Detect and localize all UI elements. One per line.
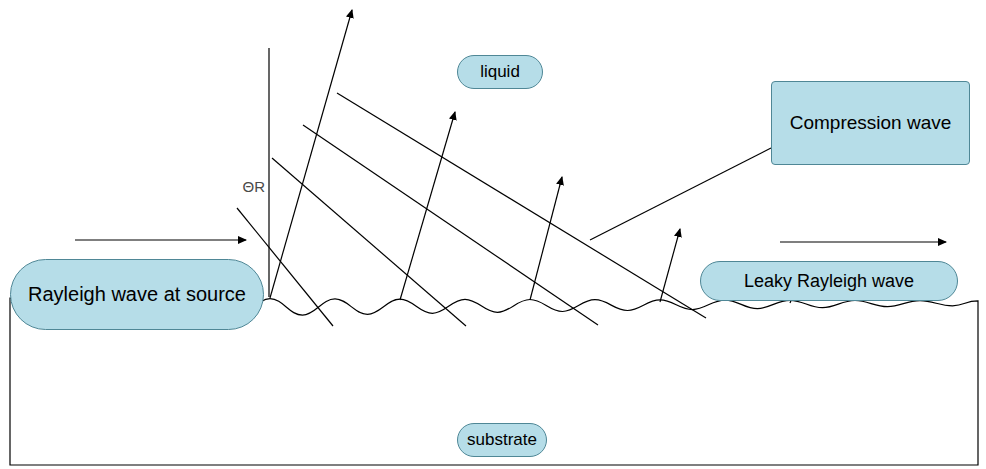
propagation-arrow: [75, 239, 246, 240]
node-text: Compression wave: [790, 112, 952, 134]
normal-line: [268, 48, 269, 297]
propagation-arrow: [780, 241, 946, 242]
leader-line: [590, 148, 771, 240]
node-text: substrate: [467, 430, 537, 450]
radiation-arrows: [270, 10, 797, 303]
wavefront-lines: [237, 93, 706, 326]
region-label-box: liquid: [457, 55, 543, 89]
wave-label-box: Rayleigh wave at source: [10, 259, 264, 330]
region-label-box: substrate: [457, 423, 547, 457]
node-text: Leaky Rayleigh wave: [744, 271, 914, 292]
callout-box: Compression wave: [771, 81, 970, 165]
node-text: Rayleigh wave at source: [28, 283, 246, 306]
wave-label-box: Leaky Rayleigh wave: [700, 261, 958, 301]
node-text: liquid: [480, 62, 520, 82]
angle-label: ΘR: [243, 178, 266, 195]
